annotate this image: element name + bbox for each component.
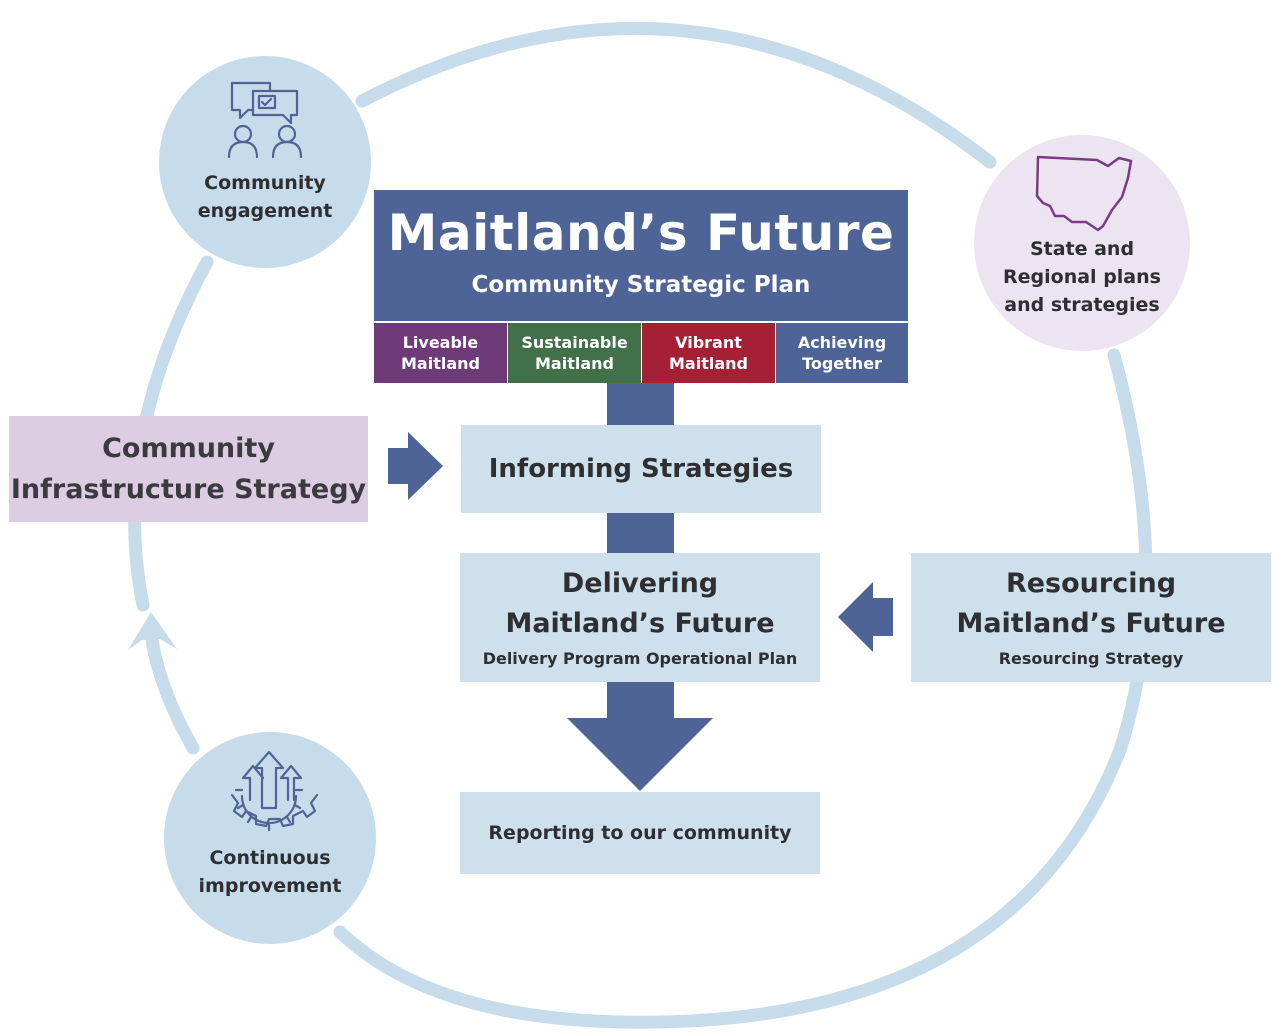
- theme-vibrant: Vibrant Maitland: [642, 323, 775, 383]
- resourcing-line2: Maitland’s Future: [956, 607, 1226, 639]
- ring-arc-left-lower: [145, 633, 200, 755]
- community-engagement-bubble: [159, 56, 371, 268]
- informing-strategies-label: Informing Strategies: [488, 454, 794, 484]
- theme-achieving: Achieving Together: [776, 323, 908, 383]
- connector-informing-delivering: [607, 513, 674, 553]
- state-regional-line2: Regional plans: [1003, 266, 1161, 288]
- left-arrow-resourcing: [838, 582, 893, 652]
- theme-sustainable: Sustainable Maitland: [508, 323, 641, 383]
- resourcing-sub: Resourcing Strategy: [998, 648, 1184, 668]
- community-engagement-line2: engagement: [197, 200, 333, 222]
- cycle-arrowhead: [128, 612, 177, 650]
- delivering-sub: Delivery Program Operational Plan: [482, 648, 798, 668]
- delivering-line2: Maitland’s Future: [505, 607, 775, 639]
- resourcing-box: Resourcing Maitland’s Future Resourcing …: [911, 553, 1271, 682]
- state-regional-bubble: [974, 135, 1190, 351]
- theme-achieving-line2: Together: [802, 354, 882, 373]
- informing-strategies-box: Informing Strategies: [461, 425, 821, 513]
- community-strategic-plan-header: Maitland’s Future Community Strategic Pl…: [374, 190, 908, 321]
- chat-people-icon: [227, 81, 303, 159]
- continuous-improvement-label: Continuous improvement: [170, 844, 370, 900]
- state-regional-line3: and strategies: [1004, 294, 1160, 316]
- delivering-line1: Delivering: [561, 567, 719, 599]
- continuous-improvement-line1: Continuous: [209, 847, 331, 869]
- cis-line1: Community: [102, 433, 275, 464]
- theme-liveable: Liveable Maitland: [374, 323, 507, 383]
- theme-sustainable-line2: Maitland: [535, 354, 614, 373]
- delivering-box: Delivering Maitland’s Future Delivery Pr…: [460, 553, 820, 682]
- title-main: Maitland’s Future: [387, 204, 895, 262]
- connector-plan-informing: [607, 383, 674, 425]
- resourcing-line1: Resourcing: [1005, 567, 1177, 599]
- right-arrow-cis: [388, 432, 443, 500]
- continuous-improvement-line2: improvement: [198, 875, 342, 897]
- theme-liveable-line1: Liveable: [402, 333, 479, 352]
- reporting-label: Reporting to our community: [488, 822, 792, 844]
- theme-achieving-line1: Achieving: [797, 333, 887, 352]
- gear-arrows-icon: [230, 750, 319, 832]
- state-regional-line1: State and: [1029, 238, 1135, 260]
- title-sub: Community Strategic Plan: [471, 272, 811, 298]
- continuous-improvement-bubble: [164, 732, 376, 944]
- theme-liveable-line2: Maitland: [401, 354, 480, 373]
- down-arrow-to-reporting: [567, 682, 713, 791]
- cis-line2: Infrastructure Strategy: [10, 474, 367, 505]
- community-engagement-line1: Community: [204, 172, 326, 194]
- community-engagement-label: Community engagement: [165, 169, 365, 225]
- reporting-box: Reporting to our community: [460, 792, 820, 874]
- theme-vibrant-line2: Maitland: [669, 354, 748, 373]
- theme-vibrant-line1: Vibrant: [675, 333, 742, 352]
- state-regional-label: State and Regional plans and strategies: [972, 235, 1192, 319]
- theme-sustainable-line1: Sustainable: [521, 333, 628, 352]
- community-infrastructure-strategy-box: Community Infrastructure Strategy: [9, 416, 368, 522]
- ring-arc-top: [355, 22, 997, 169]
- nsw-map-icon: [1035, 155, 1133, 232]
